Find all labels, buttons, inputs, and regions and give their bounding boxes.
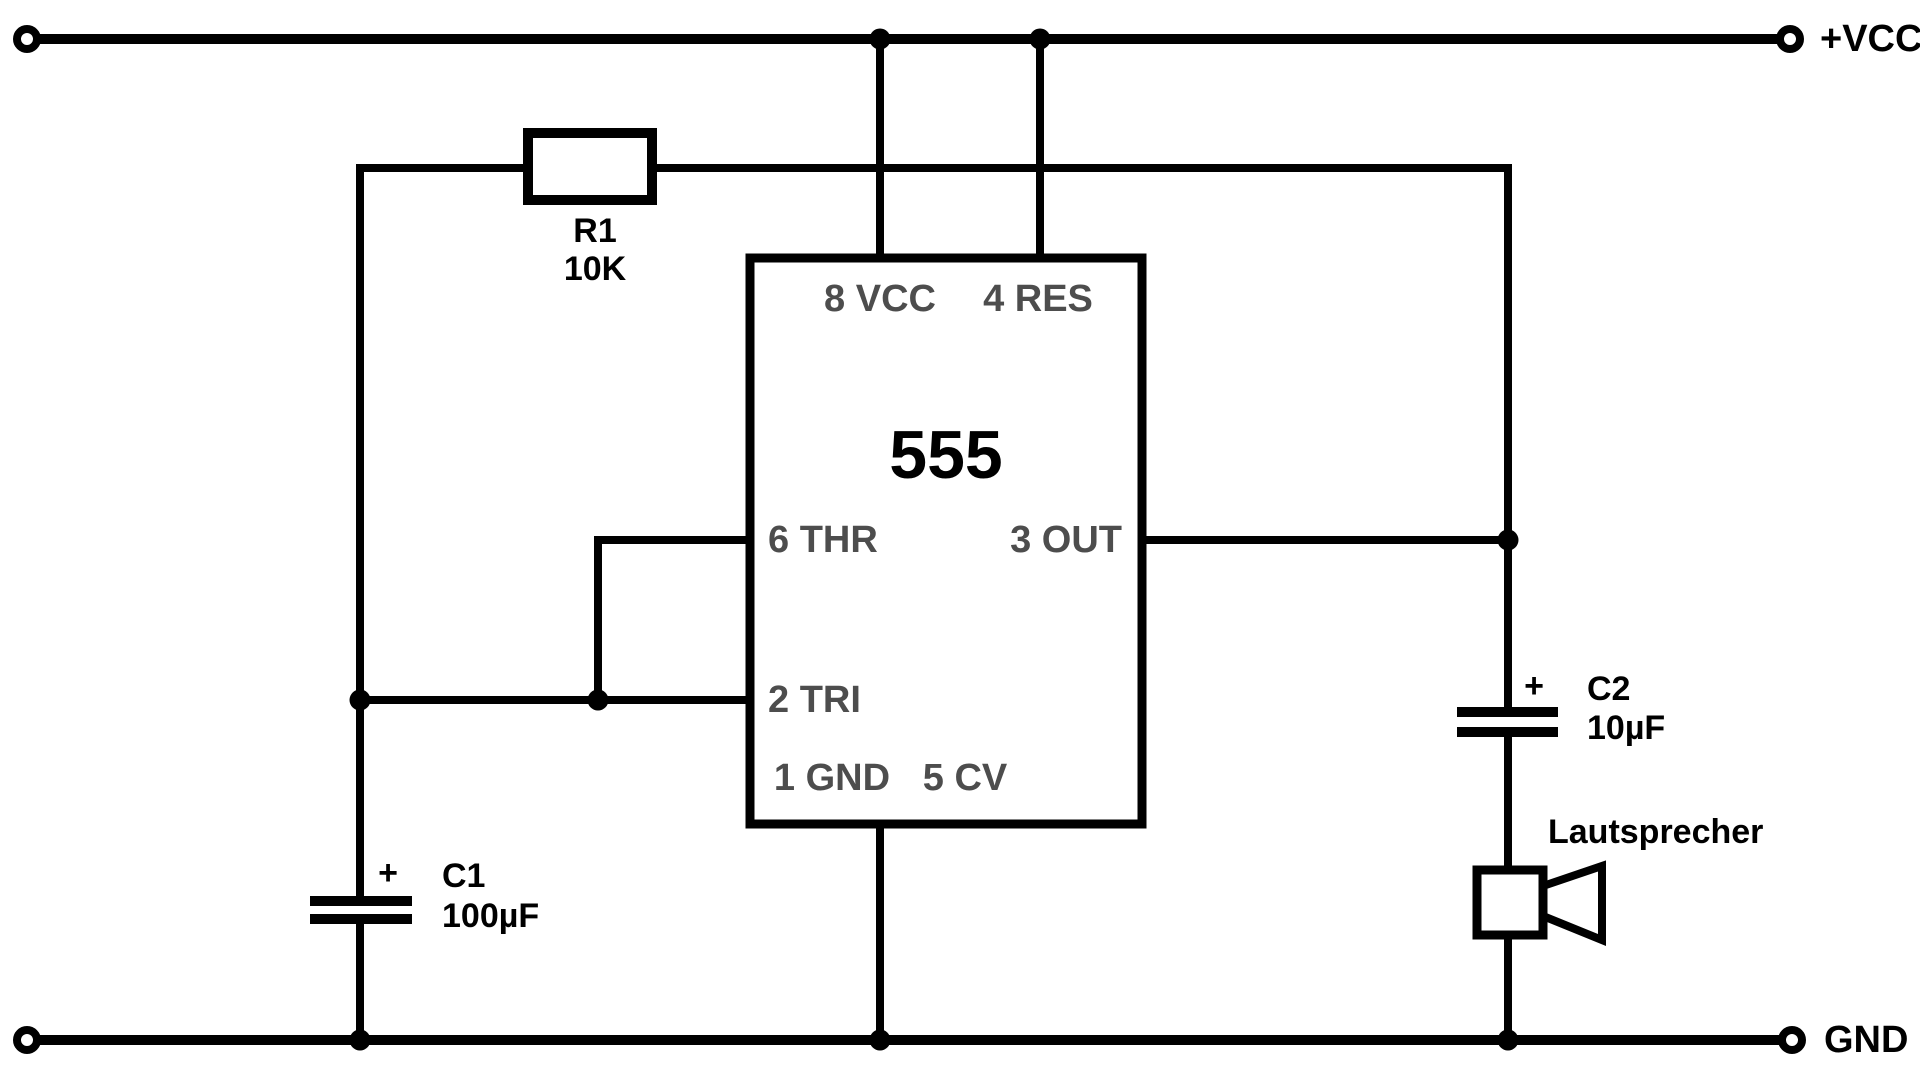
capacitor-c1-ref-label: C1 [442,857,485,895]
speaker-horn-icon [1539,860,1606,946]
junction-dot-vcc-pin8 [869,28,891,50]
terminal-gnd-left [13,1026,41,1054]
pin-label-8-vcc: 8 VCC [824,278,936,320]
terminal-vcc-left [13,25,41,53]
capacitor-c1-polarity-mark: + [378,854,398,892]
ic-555-body [745,253,1147,829]
junction-dot-gnd-pin1 [869,1029,891,1051]
capacitor-c2-ref-label: C2 [1587,670,1630,708]
junction-dot-thr-tri [587,689,609,711]
pin-label-2-tri: 2 TRI [768,679,861,721]
terminal-vcc-right [1776,25,1804,53]
capacitor-c2-polarity-mark: + [1524,667,1544,705]
pin-label-5-cv: 5 CV [923,757,1008,799]
junction-dot-gnd-spkr [1497,1029,1519,1051]
junction-dot-out-node [1497,529,1519,551]
vcc-rail-label: +VCC [1820,18,1920,60]
junction-dot-vcc-pin4 [1029,28,1051,50]
pin-label-6-thr: 6 THR [768,519,878,561]
wire-pin6-thr [594,536,750,700]
capacitor-c2-value-label: 10µF [1587,709,1665,747]
speaker-body-icon [1472,865,1548,940]
junction-dot-tri-c1 [349,689,371,711]
resistor-r1-ref-label: R1 [573,212,616,250]
junction-dot-gnd-c1 [349,1029,371,1051]
capacitor-c1-value-label: 100µF [442,897,539,935]
terminal-gnd-right [1778,1026,1806,1054]
resistor-r1-value-label: 10K [564,250,627,288]
speaker-label: Lautsprecher [1548,813,1763,851]
pin-label-1-gnd: 1 GND [774,757,890,799]
pin-label-4-res: 4 RES [983,278,1093,320]
gnd-rail-label: GND [1824,1019,1908,1061]
resistor-r1-symbol [523,128,657,205]
wire-r1-left-to-c1 [356,164,528,901]
pin-label-3-out: 3 OUT [1010,519,1122,561]
ic-555-name-label: 555 [889,417,1002,493]
